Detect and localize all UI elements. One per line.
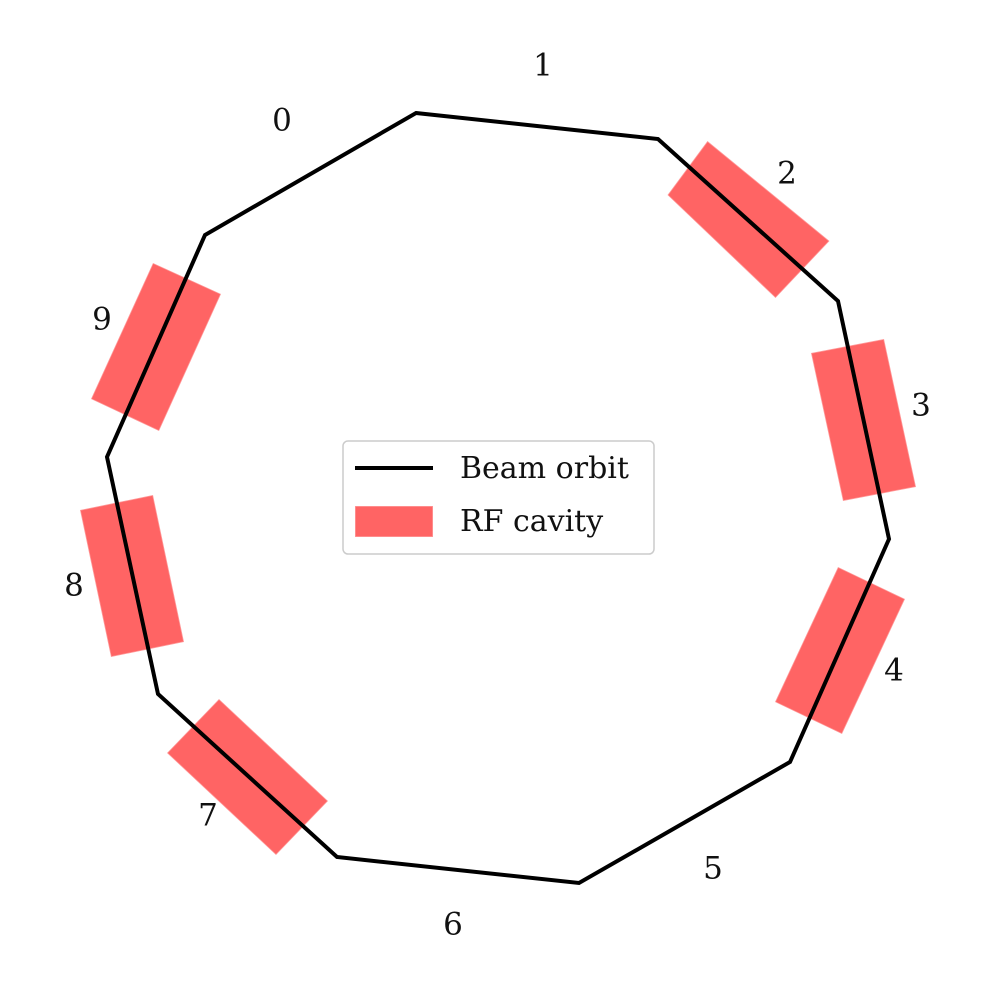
- sector-label-1: 1: [533, 48, 553, 84]
- sector-label-3: 3: [911, 388, 931, 424]
- legend: Beam orbit RF cavity: [342, 440, 655, 555]
- sector-labels: 0 1 2 3 4 5 6 7 8 9: [64, 48, 931, 943]
- sector-label-4: 4: [884, 653, 904, 689]
- legend-rf-cavity-label: RF cavity: [460, 504, 603, 539]
- sector-label-7: 7: [198, 798, 218, 834]
- sector-label-0: 0: [272, 103, 292, 139]
- beam-orbit: [104, 110, 892, 886]
- sector-label-2: 2: [777, 156, 797, 192]
- legend-beam-orbit-label: Beam orbit: [460, 451, 629, 486]
- sector-label-8: 8: [64, 568, 84, 604]
- sector-label-6: 6: [443, 907, 463, 943]
- legend-rf-cavity-swatch: [354, 505, 434, 538]
- sector-label-5: 5: [703, 851, 723, 887]
- sector-label-9: 9: [92, 302, 112, 338]
